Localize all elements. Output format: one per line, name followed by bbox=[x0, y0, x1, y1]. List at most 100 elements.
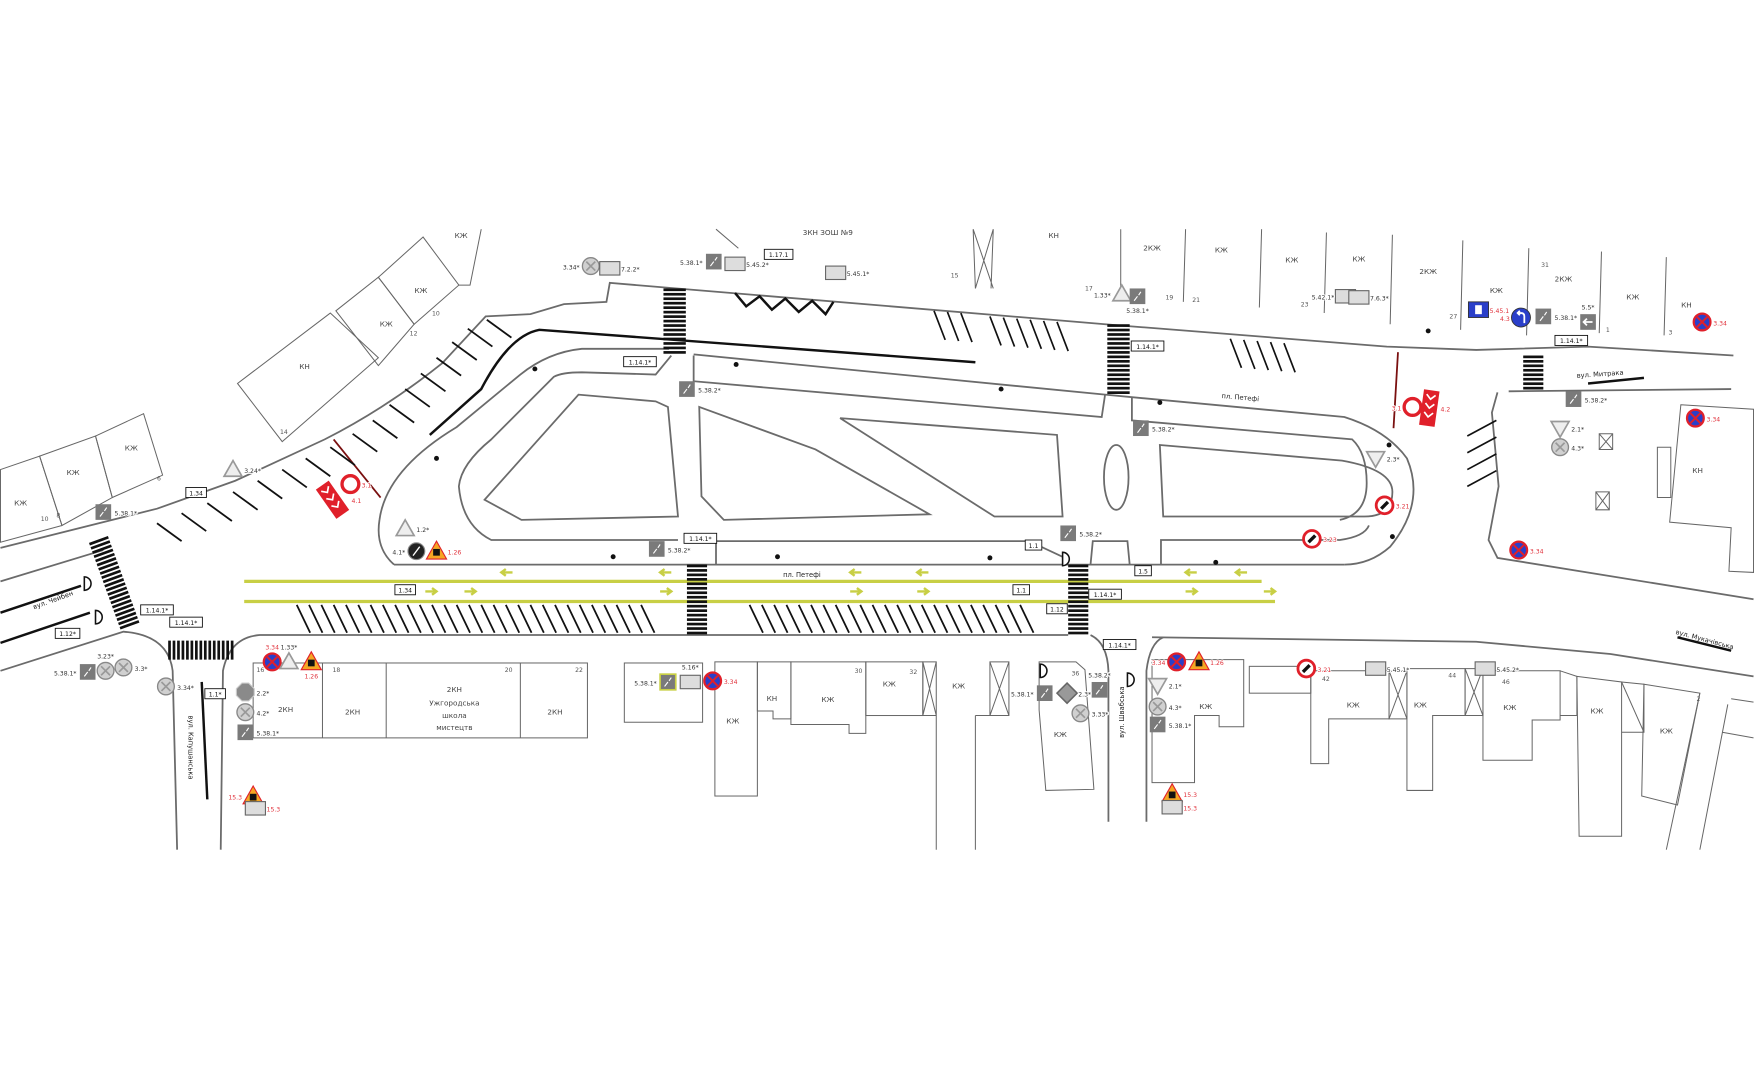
crossing-sign-icon bbox=[1060, 525, 1077, 542]
parking-stripe bbox=[1466, 469, 1497, 488]
marking-label: 1.14.1* bbox=[683, 532, 718, 544]
building bbox=[377, 236, 460, 325]
marking-label: 1.14.1* bbox=[1130, 340, 1165, 352]
parking-stripe bbox=[1029, 319, 1043, 350]
building-label: 2КЖ bbox=[1419, 267, 1437, 276]
building-label: КН bbox=[1681, 300, 1692, 309]
pedestrian-crossing bbox=[89, 536, 140, 630]
plate-icon bbox=[1348, 290, 1370, 305]
hatch-line bbox=[945, 604, 961, 634]
parking-stripe bbox=[329, 446, 356, 466]
prohibition-existing-icon bbox=[96, 661, 115, 680]
building-label: КЖ bbox=[821, 695, 834, 704]
house-number: 22 bbox=[575, 667, 583, 674]
hatch-line bbox=[773, 604, 789, 634]
hatch-line bbox=[785, 604, 801, 634]
no-stopping-icon bbox=[1509, 540, 1529, 560]
marking-code: 1.14.1* bbox=[629, 359, 652, 366]
hatch-line bbox=[369, 604, 385, 634]
house-number: 20 bbox=[505, 667, 513, 674]
building bbox=[0, 455, 63, 543]
street-name: вул. Чейбен bbox=[32, 589, 74, 611]
loop-inner-ring bbox=[457, 354, 678, 541]
building-label: КН bbox=[1692, 466, 1703, 475]
lane-arrow-left bbox=[1183, 568, 1197, 577]
cheiben-lane-line bbox=[0, 584, 91, 645]
plate-icon bbox=[679, 674, 701, 690]
marking-code: 1.34 bbox=[189, 490, 203, 497]
direction-dark-icon bbox=[407, 542, 426, 561]
marking-label: 1.12* bbox=[54, 627, 81, 639]
hatch-line bbox=[627, 604, 644, 634]
no-stopping-icon bbox=[262, 652, 282, 672]
lane-arrow-left bbox=[1233, 568, 1248, 577]
roundabout-icon bbox=[1511, 307, 1531, 328]
sign-code-label: 7.6.3* bbox=[1370, 296, 1389, 303]
sign-code-label: 2.3* bbox=[1387, 457, 1400, 464]
lane-arrow-right bbox=[850, 587, 864, 596]
sign-code-label: 4.2* bbox=[257, 711, 270, 718]
parking-stripe bbox=[435, 357, 462, 377]
sign-code-label: 4.3* bbox=[1169, 705, 1182, 712]
sign-code-label: 1.26 bbox=[448, 550, 462, 557]
traffic-island bbox=[1158, 443, 1394, 518]
parking-stripe bbox=[467, 327, 493, 348]
parking-stripe bbox=[206, 502, 233, 522]
yield-icon bbox=[1147, 677, 1169, 696]
warning-triangle-icon bbox=[394, 518, 416, 537]
building-label: 2КН bbox=[278, 705, 293, 714]
marking-code: 1.1 bbox=[1029, 543, 1039, 550]
building-label: 2КЖ bbox=[1555, 275, 1573, 284]
plate-icon bbox=[599, 261, 621, 276]
hatch-line bbox=[822, 604, 838, 634]
sign-code-label: 2.2* bbox=[257, 690, 270, 697]
children-warning-icon bbox=[1187, 650, 1211, 671]
crossing-sign-icon bbox=[648, 541, 665, 557]
bollard-icon bbox=[733, 362, 739, 367]
hatch-line bbox=[418, 604, 434, 634]
marking-code: 1.14.1* bbox=[1094, 592, 1117, 599]
sign-code-label: 1.33* bbox=[281, 645, 298, 652]
traffic-island-oval bbox=[1103, 444, 1130, 511]
hatch-line bbox=[1019, 604, 1035, 634]
sign-code-label: 5.45.2* bbox=[1496, 667, 1519, 674]
hatch-line bbox=[406, 604, 422, 634]
sign-code-label: 3.23 bbox=[1323, 537, 1337, 544]
sign-code-label: 3.34 bbox=[265, 645, 279, 652]
sign-code-label: 5.45.1* bbox=[847, 271, 870, 278]
house-number: 19 bbox=[1165, 295, 1173, 302]
north-road-edge bbox=[0, 281, 1734, 549]
sign-code-label: 5.38.2* bbox=[1152, 427, 1175, 434]
no-entry-ring-icon bbox=[1402, 396, 1423, 418]
sign-code-label: 5.38.1* bbox=[1011, 692, 1034, 699]
parking-stripe bbox=[1466, 419, 1497, 437]
sign-code-label: 5.38.2* bbox=[698, 387, 721, 394]
marking-label: 1.14.1* bbox=[140, 604, 174, 616]
building-label: 2КН bbox=[547, 707, 562, 716]
traffic-island bbox=[839, 417, 1064, 518]
sign-code-label: 15.3 bbox=[228, 794, 242, 801]
hatch-line bbox=[994, 604, 1010, 634]
house-number: 15 bbox=[951, 272, 959, 279]
sign-code-label: 4.2 bbox=[1440, 406, 1450, 413]
hatch-line bbox=[308, 604, 324, 634]
hatch-line bbox=[871, 604, 887, 634]
sign-code-label: 5.38.2* bbox=[668, 547, 691, 554]
marking-label: 1.14.1* bbox=[623, 356, 657, 368]
sign-code-label: 5.42.1* bbox=[1312, 295, 1335, 302]
building bbox=[1310, 670, 1390, 765]
building-label: 3КН ЗОШ №9 bbox=[803, 228, 853, 237]
house-number: 32 bbox=[909, 669, 917, 676]
house-number: 12 bbox=[410, 330, 418, 337]
hatch-line bbox=[640, 604, 656, 634]
building-label: КЖ bbox=[952, 682, 965, 691]
building bbox=[236, 312, 380, 443]
lane-arrow-left bbox=[658, 568, 672, 577]
marking-code: 1.17.1 bbox=[769, 252, 789, 259]
hatch-line bbox=[505, 604, 521, 634]
yield-icon bbox=[1549, 420, 1571, 439]
lane-marking-curve bbox=[428, 328, 976, 436]
sign-code-label: 5.38.1* bbox=[680, 260, 703, 267]
zigzag-marking bbox=[734, 292, 835, 317]
